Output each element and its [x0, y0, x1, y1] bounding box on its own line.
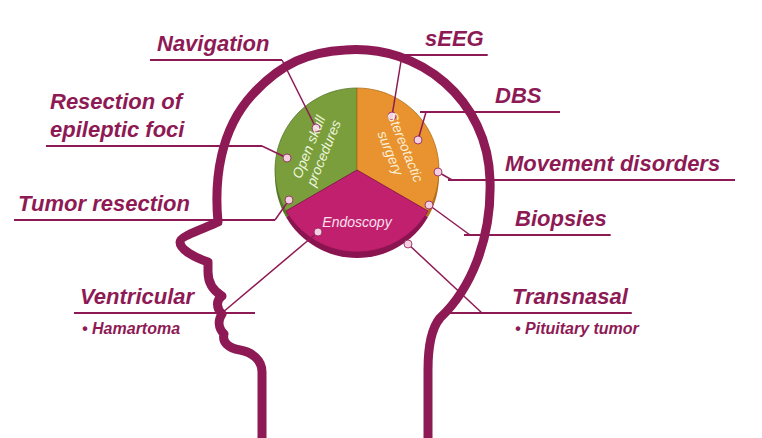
sub-item-label: • Hamartoma [82, 318, 180, 340]
callout-label: Ventricular [80, 283, 194, 311]
label-underline [440, 312, 632, 314]
callout-label: Biopsies [515, 205, 607, 233]
callout-label: sEEG [425, 25, 484, 53]
leader-dot [285, 196, 293, 204]
leader-dot [434, 168, 442, 176]
leader-dot [404, 240, 412, 248]
sector-title: Endoscopy [302, 214, 412, 230]
callout-label: Movement disorders [505, 150, 720, 178]
callout-label: Resection of epileptic foci [50, 88, 230, 144]
head-silhouette [180, 50, 490, 438]
sector-title: Stereotactic surgery [365, 100, 431, 201]
sub-item-label: • Pituitary tumor [515, 318, 639, 340]
leader-dot [314, 228, 322, 236]
label-underline [74, 312, 255, 314]
label-underline [398, 54, 488, 56]
label-underline [420, 111, 560, 113]
callout-label: DBS [495, 82, 541, 110]
leader-dot [283, 154, 291, 162]
leader-line [429, 205, 470, 235]
label-underline [150, 59, 282, 61]
leader-line [222, 232, 318, 313]
label-underline [448, 179, 735, 181]
label-underline [46, 145, 262, 147]
leader-dot [425, 201, 433, 209]
callout-label: Transnasal [512, 283, 628, 311]
leader-group [14, 55, 735, 313]
callout-label: Tumor resection [18, 190, 190, 218]
label-underline [464, 234, 611, 236]
sector-face [286, 170, 428, 252]
callout-label: Navigation [157, 30, 269, 58]
leader-line [408, 244, 482, 313]
leader-dot [414, 136, 422, 144]
sector-title: Open skull procedures [284, 101, 348, 198]
label-underline [14, 219, 275, 221]
